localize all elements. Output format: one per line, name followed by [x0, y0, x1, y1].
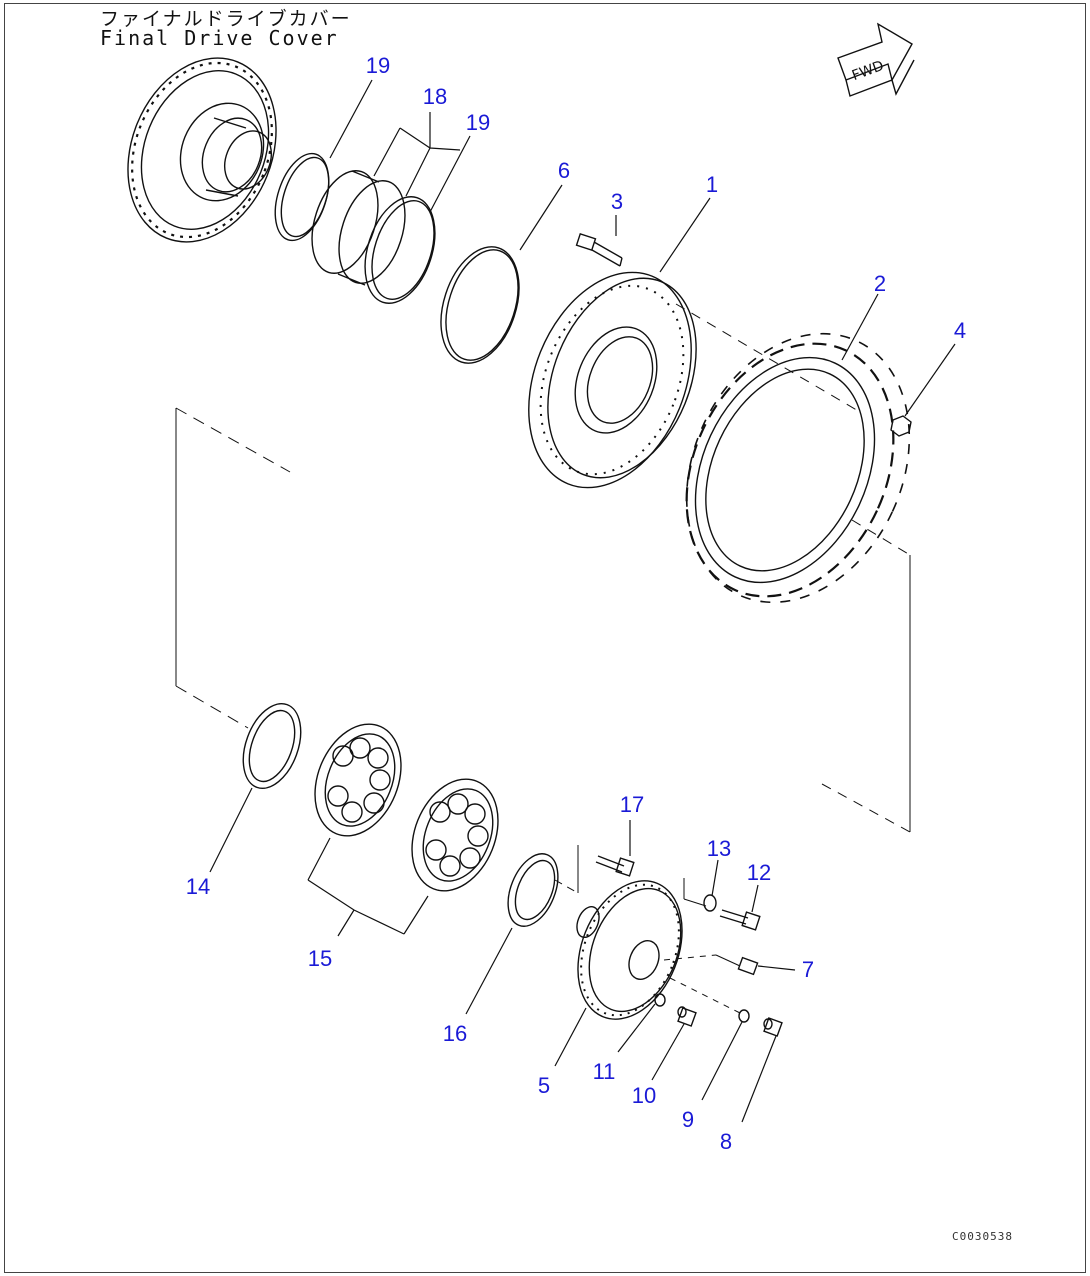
floating-seal-18 — [311, 170, 406, 286]
callout-16: 16 — [442, 1021, 468, 1046]
ring-14 — [242, 703, 302, 789]
final-drive-cover — [127, 57, 277, 243]
callout-1: 1 — [705, 172, 719, 197]
callout-2: 2 — [873, 271, 887, 296]
bolt-17 — [595, 855, 635, 877]
callout-14: 14 — [185, 874, 211, 899]
shim-16 — [507, 853, 559, 927]
callout-17: 17 — [619, 792, 645, 817]
callout-15: 15 — [307, 946, 333, 971]
o-ring-19-left — [274, 152, 330, 242]
callout-6: 6 — [557, 158, 571, 183]
callout-9: 9 — [681, 1107, 695, 1132]
plug-8 — [763, 1017, 783, 1037]
callout-19-upper-left: 19 — [365, 53, 391, 78]
sprocket-2 — [685, 332, 911, 604]
o-ring-11 — [654, 993, 666, 1007]
hub-1 — [528, 271, 697, 489]
nut-4 — [890, 415, 912, 437]
assembly-lines — [175, 303, 911, 1015]
plug-10 — [677, 1006, 697, 1027]
bolt-12 — [719, 909, 761, 931]
plug-7 — [737, 956, 759, 976]
bearing-15b — [411, 778, 499, 892]
bolt-3 — [575, 232, 623, 267]
bearing-15a — [314, 723, 402, 837]
o-ring-9 — [738, 1009, 750, 1023]
title-english: Final Drive Cover — [100, 26, 339, 50]
drawing-frame — [4, 3, 1086, 1273]
callout-4: 4 — [953, 318, 967, 343]
o-ring-6 — [440, 246, 520, 364]
callout-12: 12 — [746, 860, 772, 885]
leader-lines — [209, 79, 956, 1123]
title-japanese: ファイナルドライブカバー — [100, 8, 352, 30]
washer-13 — [703, 894, 717, 912]
callout-3: 3 — [610, 189, 624, 214]
cover-5 — [576, 880, 683, 1020]
callout-11: 11 — [592, 1059, 616, 1084]
callout-19-upper-right: 19 — [465, 110, 491, 135]
callout-18: 18 — [422, 84, 448, 109]
fwd-arrow: FWD — [837, 22, 915, 97]
callout-13: 13 — [706, 836, 732, 861]
callout-7: 7 — [801, 957, 815, 982]
callout-10: 10 — [631, 1083, 657, 1108]
o-ring-19-right — [364, 196, 436, 304]
figure-code: C0030538 — [952, 1230, 1013, 1243]
callout-8: 8 — [719, 1129, 733, 1154]
callout-5: 5 — [537, 1073, 551, 1098]
